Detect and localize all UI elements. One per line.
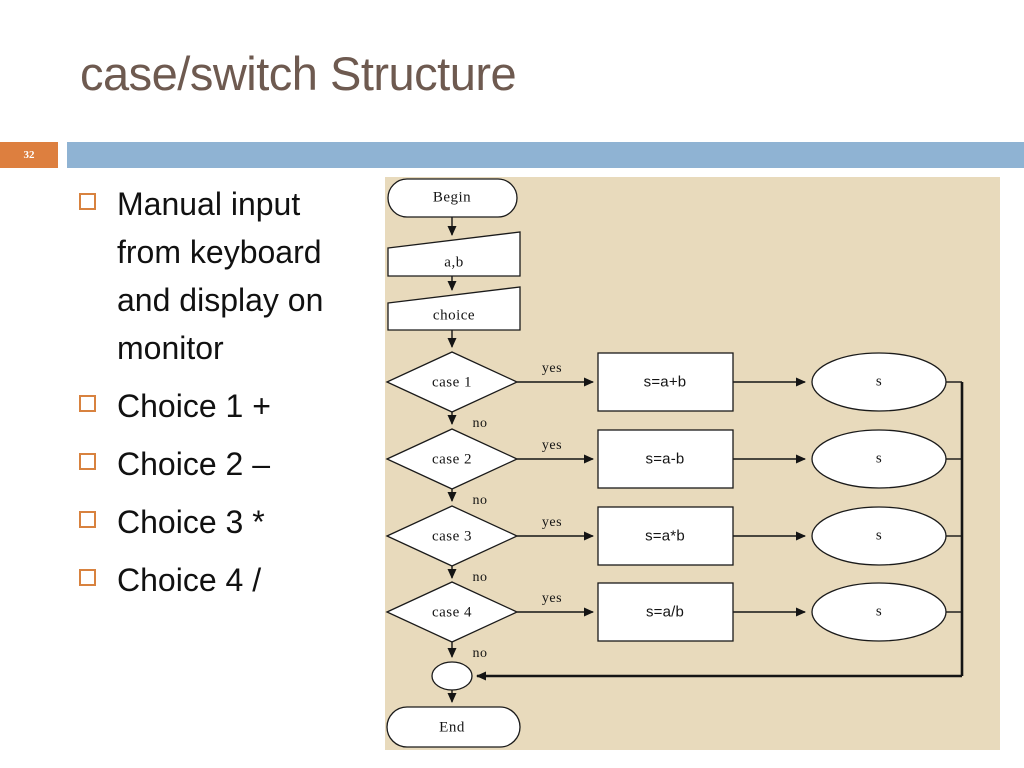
output-oval2 <box>811 429 947 489</box>
decision-case2 <box>385 428 519 490</box>
action-label: s=a+b <box>643 373 687 391</box>
output-label: s <box>875 603 883 620</box>
flowchart-drawing <box>385 178 964 748</box>
output-label: s <box>875 527 883 544</box>
bullet-text: Choice 2 – <box>117 446 270 482</box>
condition-label: case 2 <box>431 451 473 468</box>
decision-case3 <box>385 505 519 567</box>
header-accent-bar <box>67 142 1024 168</box>
process-action2 <box>597 429 734 489</box>
no-label: no <box>472 493 488 508</box>
bullet-list: Manual input from keyboard and display o… <box>78 180 378 614</box>
square-bullet-icon <box>79 453 96 470</box>
bullet-text: Manual input from keyboard and display o… <box>117 186 324 366</box>
choice-label: choice <box>432 307 476 324</box>
page-title: case/switch Structure <box>80 47 517 100</box>
bullet-text: Choice 1 + <box>117 388 271 424</box>
no-label: no <box>472 416 488 431</box>
bullet-text: Choice 3 * <box>117 504 265 540</box>
square-bullet-icon <box>79 193 96 210</box>
process-action4 <box>597 582 734 642</box>
decision-case1 <box>385 351 519 413</box>
output-oval3 <box>811 506 947 566</box>
connector-circle <box>431 661 473 691</box>
process-action3 <box>597 506 734 566</box>
yes-label: yes <box>541 591 563 606</box>
action-label: s=a*b <box>645 527 685 545</box>
output-label: s <box>875 450 883 467</box>
output-oval4 <box>811 582 947 642</box>
yes-label: yes <box>541 438 563 453</box>
list-item: Choice 4 / <box>78 556 378 604</box>
action-label: s=a-b <box>645 450 685 468</box>
flowchart-panel: Begin a,b choice case 1 case 2 case 3 ca… <box>385 177 1000 750</box>
manual-input-choice <box>387 286 521 331</box>
condition-label: case 4 <box>431 604 473 621</box>
process-action1 <box>597 352 734 412</box>
manual-input-ab <box>387 231 521 277</box>
decision-case4 <box>385 581 519 643</box>
list-item: Choice 2 – <box>78 440 378 488</box>
action-label: s=a/b <box>645 603 685 621</box>
no-label: no <box>472 646 488 661</box>
condition-label: case 3 <box>431 528 473 545</box>
slide-number-badge: 32 <box>0 142 58 168</box>
output-label: s <box>875 373 883 390</box>
condition-label: case 1 <box>431 374 473 391</box>
yes-label: yes <box>541 361 563 376</box>
list-item: Manual input from keyboard and display o… <box>78 180 378 372</box>
square-bullet-icon <box>79 511 96 528</box>
square-bullet-icon <box>79 395 96 412</box>
list-item: Choice 3 * <box>78 498 378 546</box>
slide-number: 32 <box>23 149 35 161</box>
output-oval1 <box>811 352 947 412</box>
terminator-begin <box>387 178 518 218</box>
no-label: no <box>472 570 488 585</box>
list-item: Choice 1 + <box>78 382 378 430</box>
begin-label: Begin <box>432 189 472 206</box>
input-label: a,b <box>444 254 464 271</box>
square-bullet-icon <box>79 569 96 586</box>
terminator-end <box>386 706 521 748</box>
bullet-text: Choice 4 / <box>117 562 262 598</box>
yes-label: yes <box>541 515 563 530</box>
end-label: End <box>439 719 465 736</box>
